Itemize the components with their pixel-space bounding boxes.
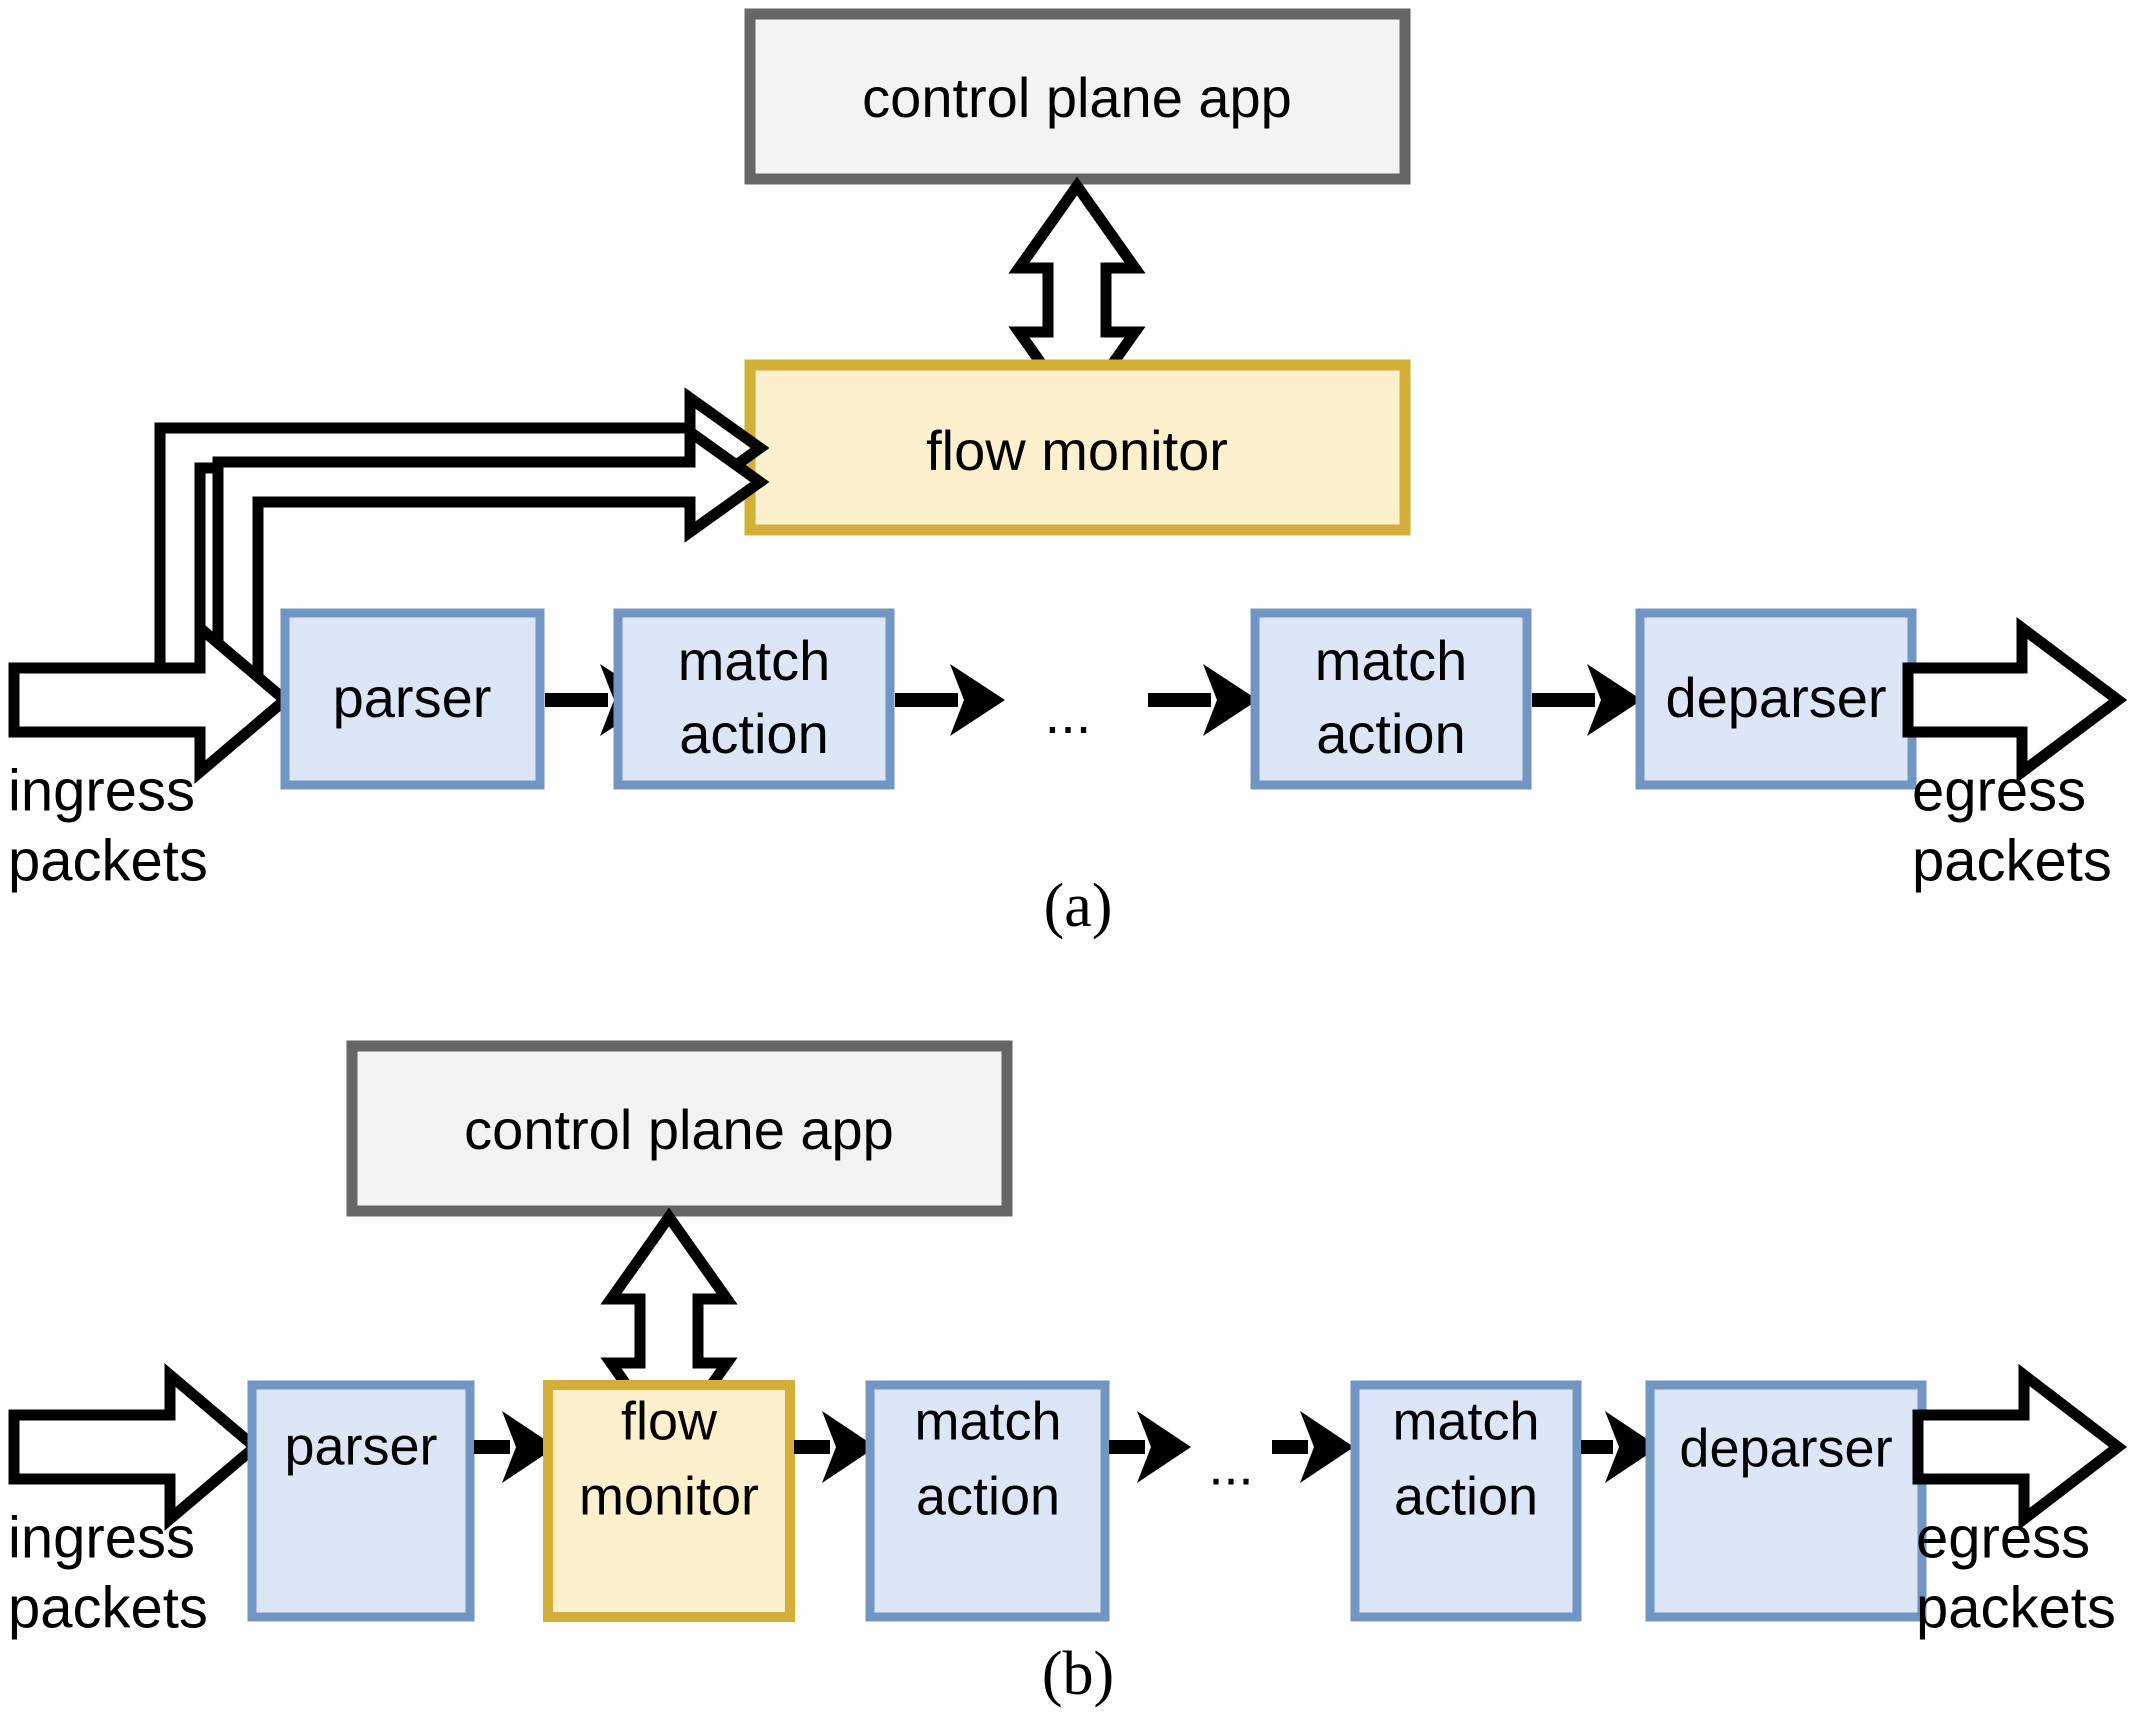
match-action-2-label-line1: match bbox=[1392, 1391, 1539, 1451]
panel-b-match-action-box-1[interactable]: match action bbox=[865, 1380, 1110, 1622]
arrow-head-icon bbox=[822, 1411, 876, 1483]
match-action-1-label-line2: action bbox=[679, 702, 828, 765]
panel-a-arrow-ma1-to-ellipsis bbox=[895, 664, 1005, 736]
arrow-head-icon bbox=[1137, 1411, 1191, 1483]
arrow-head-icon bbox=[1587, 664, 1642, 736]
egress-arrow-icon bbox=[1912, 1363, 2128, 1531]
panel-a-pipeline-ellipsis: ... bbox=[1045, 682, 1092, 745]
panel-b-parser-box[interactable]: parser bbox=[247, 1380, 475, 1622]
match-action-2-label-line2: action bbox=[1316, 702, 1465, 765]
panel-a-arrow-ellipsis-to-ma2 bbox=[1148, 664, 1258, 736]
match-action-rect-2 bbox=[1350, 1380, 1582, 1622]
panel-b-deparser-box[interactable]: deparser bbox=[1645, 1380, 1927, 1622]
panel-a-match-action-box-1[interactable]: match action bbox=[613, 608, 895, 790]
ingress-arrow-icon bbox=[8, 616, 294, 784]
panel-b: control plane app ingress packets parser… bbox=[8, 1040, 2128, 1708]
flow-monitor-label-line1: flow bbox=[621, 1391, 718, 1451]
panel-a-control-plane-app-box[interactable]: control plane app bbox=[744, 8, 1411, 185]
match-action-1-label-line1: match bbox=[678, 629, 831, 692]
flow-monitor-label-line2: monitor bbox=[579, 1466, 759, 1526]
arrow-head-icon bbox=[1203, 664, 1258, 736]
panel-a-ingress-label-line1: ingress bbox=[8, 758, 195, 823]
deparser-rect bbox=[1635, 608, 1917, 790]
panel-a-flow-monitor-box[interactable]: flow monitor bbox=[744, 359, 1411, 536]
panel-a-caption: (a) bbox=[1044, 872, 1113, 940]
panel-b-match-action-box-2[interactable]: match action bbox=[1350, 1380, 1582, 1622]
match-action-1-label-line1: match bbox=[914, 1391, 1061, 1451]
deparser-label: deparser bbox=[1665, 666, 1886, 729]
parser-rect bbox=[247, 1380, 475, 1622]
match-action-2-label-line2: action bbox=[1394, 1466, 1538, 1526]
panel-a-egress-arrow bbox=[1902, 617, 2128, 783]
panel-a-arrow-ma2-to-deparser bbox=[1532, 664, 1642, 736]
panel-b-egress-label-line2: packets bbox=[1916, 1575, 2116, 1640]
parser-label: parser bbox=[333, 666, 492, 729]
panel-b-ingress-label-line2: packets bbox=[8, 1575, 208, 1640]
parser-rect bbox=[280, 608, 545, 790]
panel-a-tap-arrow-2 bbox=[212, 421, 770, 706]
panel-a-deparser-box[interactable]: deparser bbox=[1635, 608, 1917, 790]
panel-a-egress-label-line1: egress bbox=[1912, 758, 2086, 823]
flow-monitor-rect bbox=[543, 1380, 795, 1622]
panel-b-control-plane-app-box[interactable]: control plane app bbox=[346, 1040, 1013, 1217]
deparser-label: deparser bbox=[1679, 1418, 1892, 1478]
panel-a-ingress-label-line2: packets bbox=[8, 828, 208, 893]
arrow-head-icon bbox=[1605, 1411, 1659, 1483]
panel-b-ingress-label-line1: ingress bbox=[8, 1505, 195, 1570]
panel-b-egress-arrow bbox=[1912, 1363, 2128, 1531]
panel-b-flow-monitor-box[interactable]: flow monitor bbox=[543, 1380, 795, 1622]
panel-b-caption: (b) bbox=[1042, 1640, 1114, 1708]
match-action-2-label-line1: match bbox=[1315, 629, 1468, 692]
panel-b-arrow-ma1-to-ellipsis bbox=[1109, 1411, 1191, 1483]
panel-b-egress-label-line1: egress bbox=[1916, 1505, 2090, 1570]
panel-a-match-action-box-2[interactable]: match action bbox=[1250, 608, 1532, 790]
arrow-head-icon bbox=[502, 1411, 556, 1483]
egress-arrow-icon bbox=[1902, 617, 2128, 783]
match-action-rect-2 bbox=[1250, 608, 1532, 790]
parser-label: parser bbox=[284, 1416, 437, 1476]
match-action-1-label-line2: action bbox=[916, 1466, 1060, 1526]
arrow-head-icon bbox=[1300, 1411, 1354, 1483]
control-plane-app-rect bbox=[346, 1040, 1013, 1217]
ingress-arrow-icon bbox=[8, 1363, 264, 1531]
panel-b-pipeline-ellipsis: ... bbox=[1208, 1436, 1253, 1496]
panel-b-arrow-ma2-to-deparser bbox=[1581, 1411, 1659, 1483]
panel-b-arrow-flow-monitor-to-ma1 bbox=[794, 1411, 876, 1483]
match-action-rect-1 bbox=[613, 608, 895, 790]
panel-b-arrow-ellipsis-to-ma2 bbox=[1272, 1411, 1354, 1483]
match-action-rect-1 bbox=[865, 1380, 1110, 1622]
panel-b-ingress-arrow bbox=[8, 1363, 264, 1531]
panel-b-arrow-parser-to-flow-monitor bbox=[474, 1411, 556, 1483]
flow-monitor-label: flow monitor bbox=[926, 419, 1228, 482]
panel-a: control plane app flow monitor ingress p… bbox=[8, 8, 2128, 940]
arrow-head-icon bbox=[950, 664, 1005, 736]
tap-arrow-lower-icon bbox=[212, 421, 770, 706]
panel-a-ingress-arrow bbox=[8, 616, 294, 784]
panel-a-egress-label-line2: packets bbox=[1912, 828, 2112, 893]
deparser-rect bbox=[1645, 1380, 1927, 1622]
control-plane-app-label: control plane app bbox=[862, 66, 1292, 129]
control-plane-app-label: control plane app bbox=[464, 1098, 894, 1161]
panel-a-parser-box[interactable]: parser bbox=[280, 608, 545, 790]
